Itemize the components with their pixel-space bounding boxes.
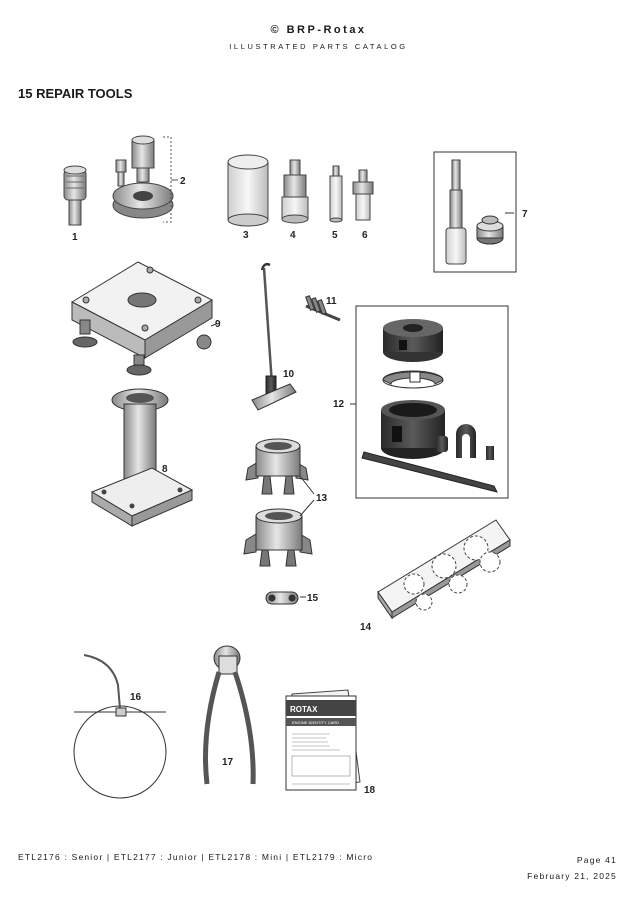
tool-9-engine-support — [70, 261, 217, 376]
revision-date: February 21, 2025 — [527, 871, 617, 881]
tool-10-t-handle-hook — [251, 262, 297, 411]
callout-3: 3 — [243, 230, 249, 241]
tool-15-link — [265, 591, 306, 605]
tool-8-stand — [90, 388, 194, 527]
callout-13: 13 — [316, 493, 328, 504]
callout-7: 7 — [522, 209, 528, 220]
callout-10: 10 — [283, 369, 295, 380]
tool-5-pin — [329, 165, 343, 223]
tool-7-piston-pin-tool — [445, 159, 514, 265]
tool-11-gauge — [305, 295, 341, 322]
card-title: ENGINE IDENTITY CARD — [292, 720, 339, 725]
tool-16-degree-wheel — [73, 654, 167, 799]
tool-12-crankshaft-tool-set — [361, 319, 498, 493]
card-brand: ROTAX — [290, 705, 318, 714]
callout-5: 5 — [332, 230, 338, 241]
footer-variants: ETL2176 : Senior | ETL2177 : Junior | ET… — [18, 852, 374, 862]
callout-6: 6 — [362, 230, 368, 241]
callout-1: 1 — [72, 232, 78, 243]
header-brand: © BRP-Rotax — [270, 24, 367, 36]
tool-14-sprocket-plate — [377, 519, 511, 620]
callout-15: 15 — [307, 593, 319, 604]
page-number: Page 41 — [576, 855, 617, 865]
callout-16: 16 — [130, 692, 142, 703]
tool-1-puller — [63, 165, 87, 226]
callout-9: 9 — [215, 319, 221, 330]
callout-2: 2 — [180, 176, 186, 187]
callout-8: 8 — [162, 464, 168, 475]
section-title: 15 REPAIR TOOLS — [18, 86, 133, 101]
callout-14: 14 — [360, 622, 372, 633]
tool-17-pliers — [203, 645, 256, 785]
callout-11: 11 — [326, 296, 337, 307]
tool-3-sleeve — [227, 154, 269, 227]
callout-4: 4 — [290, 230, 296, 241]
tool-2-flywheel-puller — [112, 135, 178, 223]
tool-4-drift — [281, 159, 309, 224]
tool-18-engine-identity-card: ROTAX ENGINE IDENTITY CARD — [285, 689, 361, 791]
callout-18: 18 — [364, 785, 376, 796]
callout-12: 12 — [333, 399, 345, 410]
callout-17: 17 — [222, 757, 234, 768]
tool-13-ring-tools — [243, 438, 315, 567]
tool-6-drift — [352, 169, 374, 221]
footer-right: Page 41 February 21, 2025 — [527, 852, 617, 884]
header-subtitle: ILLUSTRATED PARTS CATALOG — [229, 42, 408, 51]
